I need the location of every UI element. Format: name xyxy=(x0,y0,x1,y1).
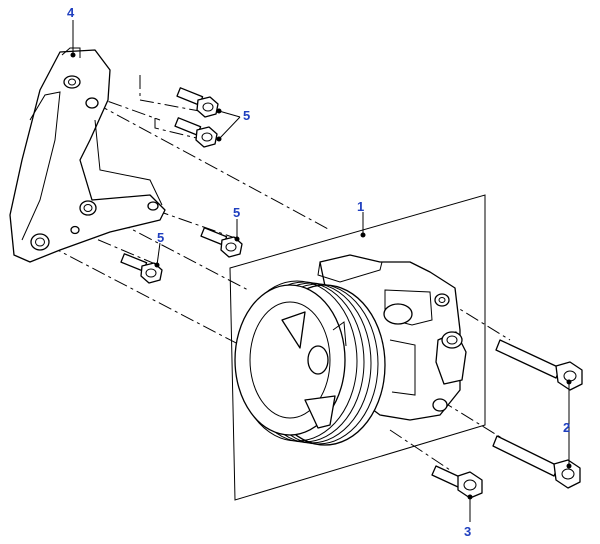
callout-long-bolts: 2 xyxy=(563,420,570,435)
callout-bracket-bolt-mid: 5 xyxy=(233,205,240,220)
pump-long-bolt-lower xyxy=(492,435,581,489)
pump-long-bolt-upper xyxy=(495,339,583,391)
callout-bracket: 4 xyxy=(67,5,75,20)
callout-pump: 1 xyxy=(357,199,364,214)
pump-short-bolt xyxy=(431,465,483,499)
callout-bracket-bolts-top: 5 xyxy=(243,108,250,123)
callout-bracket-bolt-low: 5 xyxy=(157,230,164,245)
bracket-bolt-mid xyxy=(200,227,243,258)
mounting-bracket xyxy=(9,47,166,263)
power-steering-pump xyxy=(234,254,467,446)
bracket-bolt-low xyxy=(120,253,163,284)
bracket-bolt-lower xyxy=(174,117,218,148)
pump-panel xyxy=(229,194,486,501)
bracket-bolt-upper xyxy=(176,87,219,118)
leader-lines xyxy=(70,20,572,522)
alignment-lines xyxy=(47,75,511,471)
callout-short-bolt: 3 xyxy=(464,524,471,539)
